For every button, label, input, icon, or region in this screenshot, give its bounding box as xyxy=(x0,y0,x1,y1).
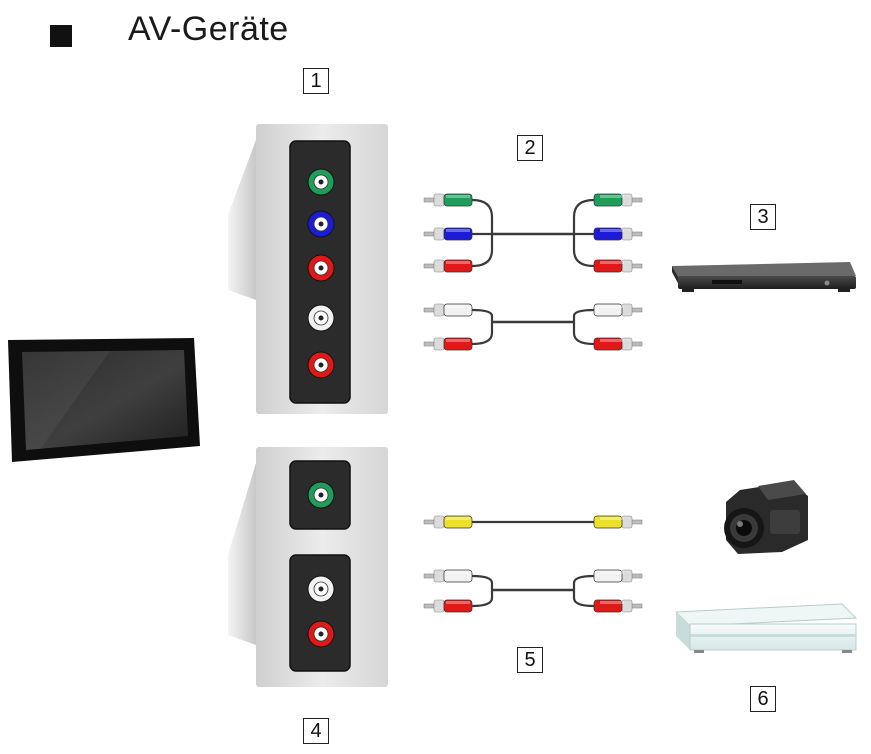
white-jack xyxy=(307,575,335,603)
cable-group xyxy=(423,193,643,613)
yellow-plug xyxy=(593,515,643,529)
label-6: 6 xyxy=(750,686,776,712)
label-1: 1 xyxy=(303,68,329,94)
white-plug xyxy=(593,569,643,583)
green-plug xyxy=(593,193,643,207)
composite-video-cable xyxy=(423,515,643,529)
title-bullet-icon xyxy=(50,25,72,47)
green-plug xyxy=(423,193,473,207)
green-jack xyxy=(307,481,335,509)
lower-panel-wedge xyxy=(228,463,256,645)
camcorder-icon xyxy=(724,480,808,554)
red-jack xyxy=(307,620,335,648)
blue-plug xyxy=(593,227,643,241)
audio-cable-lower xyxy=(423,569,643,613)
blue-jack xyxy=(307,210,335,238)
yellow-plug xyxy=(423,515,473,529)
white-plug xyxy=(423,569,473,583)
label-4: 4 xyxy=(303,718,329,744)
label-3: 3 xyxy=(750,204,776,230)
upper-panel-wedge xyxy=(228,140,256,300)
jack-group xyxy=(307,168,335,648)
red-plug xyxy=(423,337,473,351)
blue-plug xyxy=(423,227,473,241)
red-plug xyxy=(423,599,473,613)
red-plug xyxy=(593,259,643,273)
red-jack xyxy=(307,254,335,282)
red-plug xyxy=(423,259,473,273)
recorder-box-icon xyxy=(674,603,858,653)
white-plug xyxy=(593,303,643,317)
component-cable xyxy=(423,193,643,273)
red-jack xyxy=(307,351,335,379)
red-plug xyxy=(593,337,643,351)
label-2: 2 xyxy=(517,135,543,161)
red-plug xyxy=(593,599,643,613)
page-title: AV-Geräte xyxy=(128,10,289,48)
white-jack xyxy=(307,304,335,332)
tv-icon xyxy=(8,338,200,462)
label-5: 5 xyxy=(517,647,543,673)
white-plug xyxy=(423,303,473,317)
lower-panel xyxy=(228,447,388,687)
audio-cable-upper xyxy=(423,303,643,351)
player-icon xyxy=(672,262,856,292)
green-jack xyxy=(307,168,335,196)
